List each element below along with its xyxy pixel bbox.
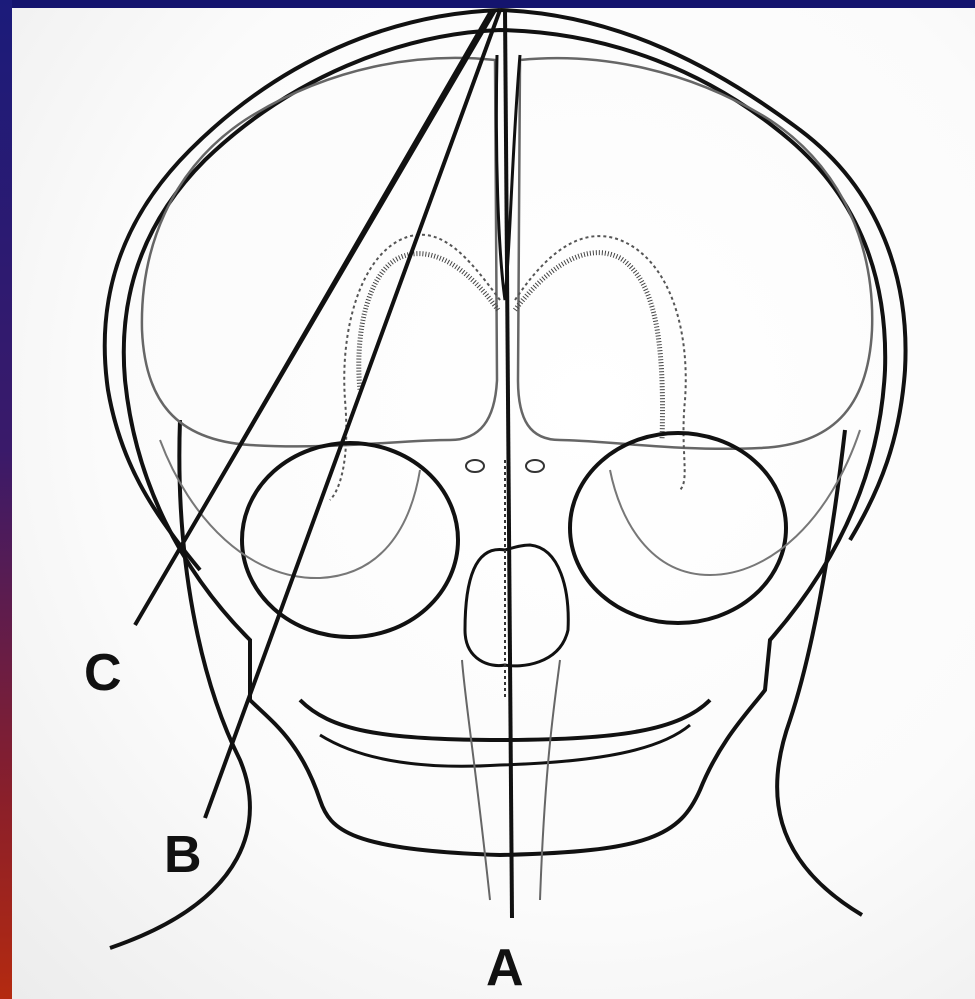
right-cervical-line (540, 660, 560, 900)
left-caudate-stipple (359, 254, 498, 390)
right-orbital-roof (610, 430, 860, 575)
left-orbit (242, 443, 458, 637)
label-a: A (486, 939, 524, 997)
left-small-foramen (466, 460, 484, 472)
nasal-cavity (465, 545, 568, 666)
label-b: B (164, 826, 202, 884)
right-hemisphere (518, 58, 872, 449)
measurement-line-b (205, 10, 500, 818)
scalp-outline-right (500, 10, 906, 540)
neck-right-outline (777, 430, 862, 915)
measurement-line-c-2 (150, 12, 490, 600)
label-c: C (84, 644, 122, 702)
left-hemisphere (142, 58, 497, 446)
measurement-line-a (505, 10, 512, 918)
right-small-foramen (526, 460, 544, 472)
left-cervical-line (462, 660, 490, 900)
right-caudate-stipple (515, 253, 663, 440)
upper-jaw-arc (300, 700, 710, 740)
right-orbit (570, 433, 786, 623)
